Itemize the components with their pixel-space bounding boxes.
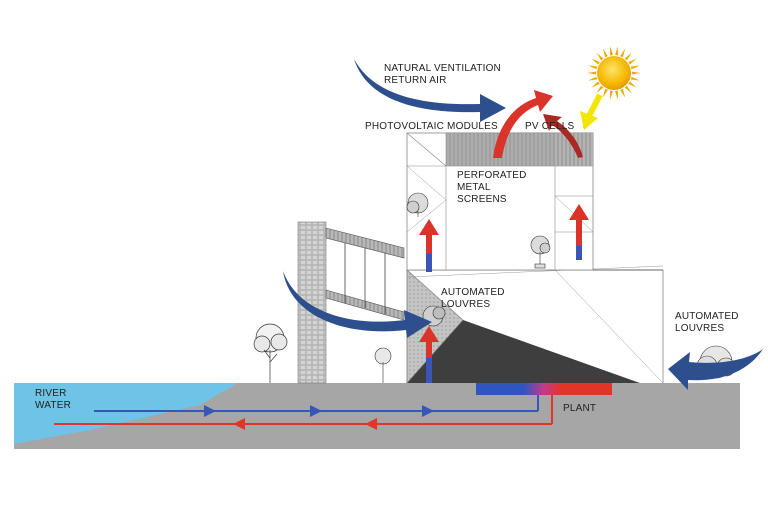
plant-label: PLANT xyxy=(563,403,597,414)
bridge xyxy=(325,227,405,321)
label-line: LOUVRES xyxy=(441,299,491,310)
sun-ray xyxy=(602,88,608,98)
label-line: WATER xyxy=(35,400,71,411)
photovoltaic-modules-label: PHOTOVOLTAIC MODULES xyxy=(365,121,498,132)
sun-ray xyxy=(596,52,604,61)
sun-ray xyxy=(615,46,618,56)
sun-ray xyxy=(591,81,600,88)
exhaust-arrow xyxy=(543,114,583,158)
hot-flow-marker xyxy=(233,418,245,430)
label-line: RETURN AIR xyxy=(384,75,447,86)
automated-louvres-right-label: AUTOMATED LOUVRES xyxy=(675,311,739,335)
plant-unit xyxy=(476,383,612,395)
hot-flow-marker xyxy=(365,418,377,430)
sun-ray xyxy=(624,85,632,94)
label-line: LOUVRES xyxy=(675,323,725,334)
label-line: RIVER xyxy=(35,388,67,399)
return-air-arrow xyxy=(354,59,506,122)
ventilation-arrows xyxy=(283,59,763,390)
label-line: AUTOMATED xyxy=(675,311,739,322)
sun-ray xyxy=(587,71,597,75)
label-line: PERFORATED xyxy=(457,170,527,181)
sun-ray xyxy=(602,48,608,58)
sun-ray xyxy=(630,65,640,70)
upper-building xyxy=(406,132,594,271)
river-water xyxy=(14,383,238,444)
sun-ray xyxy=(610,46,613,56)
sun-ray xyxy=(620,48,626,58)
pipe-system xyxy=(54,383,612,430)
cold-flow-marker xyxy=(310,405,322,417)
label-line: NATURAL VENTILATION xyxy=(384,63,501,74)
label-line: SCREENS xyxy=(457,194,507,205)
sun-ray xyxy=(620,88,626,98)
sun-ray xyxy=(596,85,604,94)
sun-ray xyxy=(615,90,618,100)
sun-ray xyxy=(631,71,641,75)
cold-flow-marker xyxy=(204,405,216,417)
sun-ray xyxy=(628,81,637,88)
sun-ray xyxy=(628,58,637,65)
sunlight-arrow xyxy=(580,93,603,130)
river-water-label: RIVER WATER xyxy=(35,388,71,412)
sun-ray xyxy=(624,52,632,61)
right-intake-arrow xyxy=(668,349,763,390)
tree-icon xyxy=(530,235,551,269)
label-line: AUTOMATED xyxy=(441,287,505,298)
sun-ray xyxy=(591,58,600,65)
pv-cells-label: PV CELLS xyxy=(525,121,575,132)
perforated-screens-label: PERFORATED METAL SCREENS xyxy=(457,170,527,206)
sun-ray xyxy=(588,76,598,81)
automated-louvres-center-label: AUTOMATED LOUVRES xyxy=(441,287,505,311)
tree-icon xyxy=(406,192,429,217)
cold-flow-marker xyxy=(422,405,434,417)
ground-section xyxy=(14,383,740,449)
rising-air-arrows xyxy=(419,204,589,383)
sun-ray xyxy=(588,65,598,70)
sun-ray xyxy=(610,90,613,100)
ventilation-label: NATURAL VENTILATION RETURN AIR xyxy=(384,63,501,87)
sun-icon xyxy=(587,46,641,100)
louvre-intake-arrow xyxy=(283,271,432,338)
tree-icon xyxy=(374,347,392,383)
exhaust-arrow xyxy=(493,90,553,158)
label-line: METAL xyxy=(457,182,491,193)
sun-ray xyxy=(630,76,640,81)
tree-icon xyxy=(253,323,288,383)
dark-wedge xyxy=(407,320,640,383)
